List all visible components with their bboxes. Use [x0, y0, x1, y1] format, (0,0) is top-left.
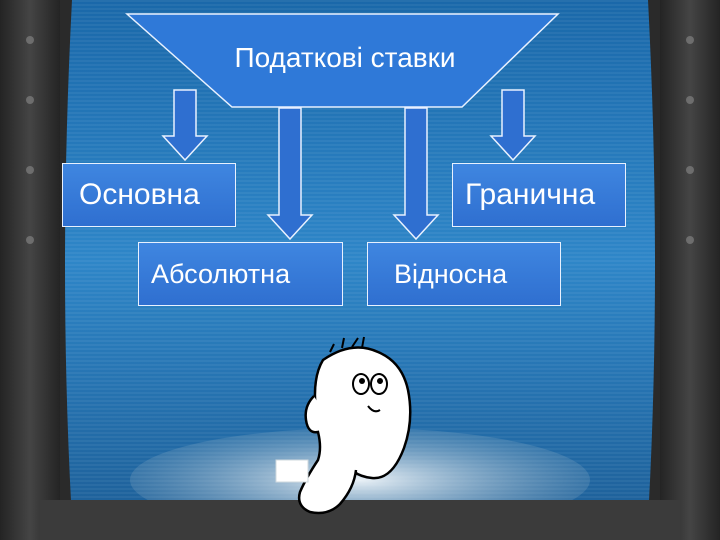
node-main: Основна: [62, 163, 236, 227]
node-main-label: Основна: [79, 178, 200, 211]
node-absolute-label: Абсолютна: [151, 258, 291, 289]
arrow-to-limit: [489, 89, 537, 162]
arrow-to-relative: [392, 107, 440, 241]
node-absolute: Абсолютна: [138, 242, 343, 306]
node-relative-label: Відносна: [394, 258, 508, 289]
arrow-to-main: [161, 89, 209, 162]
title-shape: [125, 13, 560, 108]
arrow-to-absolute: [266, 107, 314, 241]
node-limit: Гранична: [452, 163, 626, 227]
thinking-cartoon-character-icon: [275, 336, 412, 515]
diagram-title: Податкові ставки: [234, 42, 456, 73]
node-limit-label: Гранична: [465, 178, 596, 211]
node-relative: Відносна: [367, 242, 561, 306]
